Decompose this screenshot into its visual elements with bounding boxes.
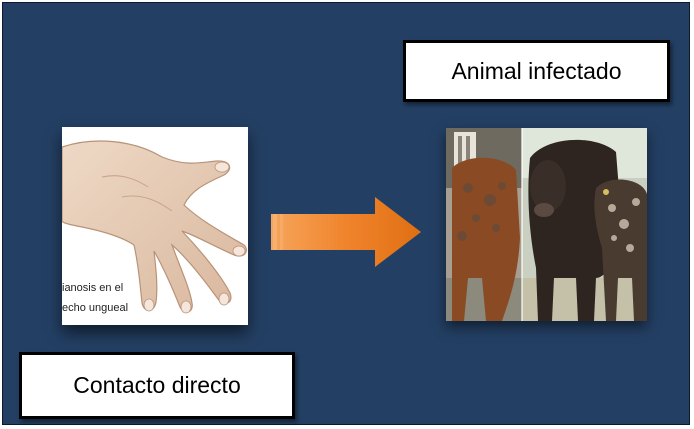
- infected-cattle-image: [446, 128, 647, 321]
- infected-animal-label-box: Animal infectado: [403, 40, 670, 102]
- cattle-illustration: [446, 128, 647, 321]
- direct-contact-label: Contacto directo: [73, 372, 240, 399]
- infected-animal-label: Animal infectado: [451, 58, 621, 85]
- hand-image: ianosis en el echo ungueal: [62, 127, 248, 325]
- hand-caption-line-1: ianosis en el: [62, 282, 123, 294]
- hand-caption-line-2: echo ungueal: [62, 302, 128, 314]
- right-arrow-icon: [271, 197, 423, 267]
- slide-background: Animal infectado ianosis en el echo un: [2, 2, 690, 425]
- direct-contact-label-box: Contacto directo: [19, 352, 295, 419]
- hand-illustration: ianosis en el echo ungueal: [62, 127, 248, 325]
